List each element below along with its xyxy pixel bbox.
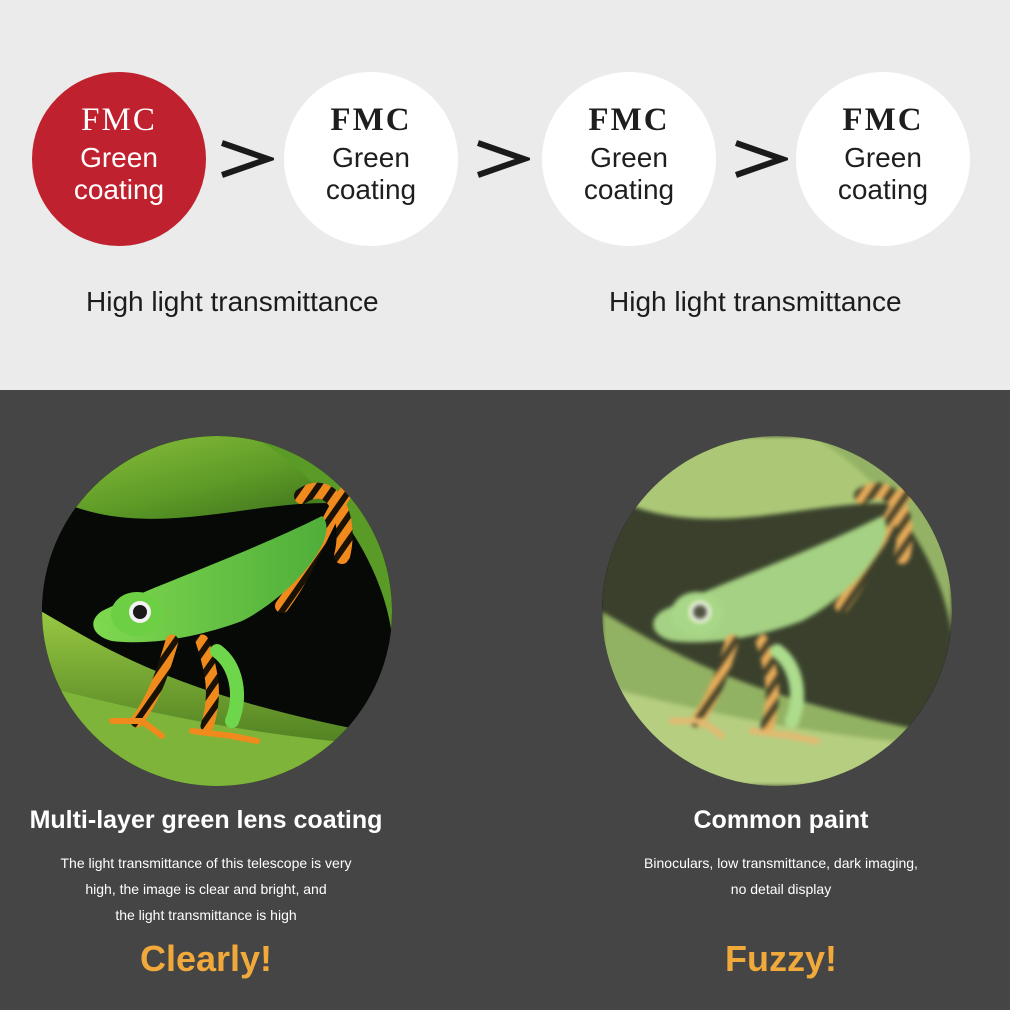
coating-line1: Green: [332, 142, 410, 173]
clear-frog-photo: [42, 436, 392, 786]
coating-badge: FMC Green coating: [796, 72, 970, 246]
coating-comparison-panel: FMC Green coating FMC Green coating FMC …: [0, 0, 1010, 390]
coating-brand: FMC: [330, 102, 412, 138]
left-description-line: The light transmittance of this telescop…: [60, 855, 352, 871]
coating-line1: Green: [844, 142, 922, 173]
coating-brand: FMC: [588, 102, 670, 138]
coating-badge-red: FMC Green coating: [32, 72, 206, 246]
coating-line2: coating: [325, 174, 417, 205]
left-description-line: high, the image is clear and bright, and: [85, 881, 327, 897]
frog-illustration: [42, 436, 392, 786]
haze-overlay: [602, 436, 952, 786]
greater-than-icon: [477, 140, 530, 178]
coating-line2: coating: [73, 174, 165, 205]
coating-brand: FMC: [81, 102, 157, 138]
left-description-line: the light transmittance is high: [115, 907, 297, 923]
greater-than-icon: [735, 140, 788, 178]
greater-than-icon: [221, 140, 274, 178]
left-heading: Multi-layer green lens coating: [29, 806, 383, 834]
right-verdict: Fuzzy!: [725, 938, 837, 979]
fuzzy-frog-photo: [602, 436, 952, 786]
frog-illustration-blurred: [602, 436, 952, 786]
coating-line1: Green: [80, 142, 158, 173]
coating-brand: FMC: [842, 102, 924, 138]
coating-line2: coating: [583, 174, 675, 205]
left-verdict: Clearly!: [139, 938, 273, 979]
right-description-line: no detail display: [730, 881, 832, 897]
coating-badge: FMC Green coating: [542, 72, 716, 246]
coating-line2: coating: [837, 174, 929, 205]
coating-badge: FMC Green coating: [284, 72, 458, 246]
right-heading: Common paint: [693, 806, 869, 834]
caption-left: High light transmittance: [86, 286, 379, 317]
right-description-line: Binoculars, low transmittance, dark imag…: [644, 855, 918, 871]
coating-line1: Green: [590, 142, 668, 173]
caption-right: High light transmittance: [609, 286, 902, 317]
